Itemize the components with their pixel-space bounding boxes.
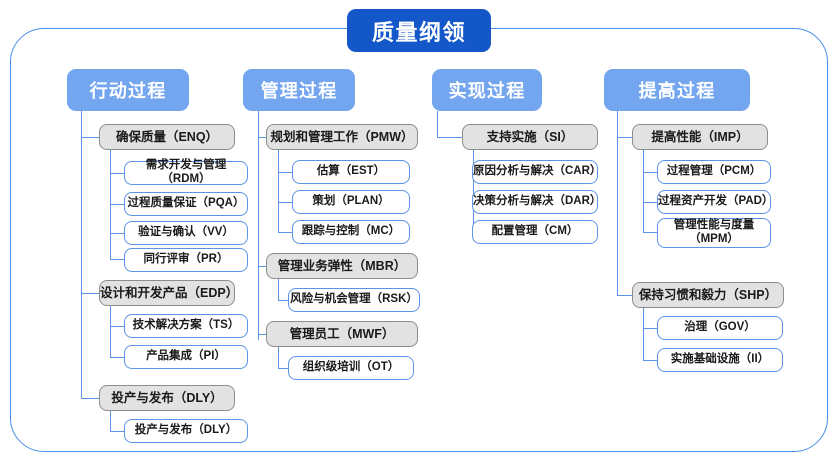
leaf-box-cm[interactable]: 配置管理（CM） [472,220,598,244]
connector-stub-edp-2 [110,357,124,359]
connector-stub-mwf-1 [278,368,288,370]
leaf-box-ts[interactable]: 技术解决方案（TS） [124,314,248,338]
leaf-box-pcm[interactable]: 过程管理（PCM） [657,160,771,184]
group-box-mwf[interactable]: 管理员工（MWF） [266,321,418,347]
leaf-box-rsk[interactable]: 风险与机会管理（RSK） [288,288,420,312]
group-box-pmw[interactable]: 规划和管理工作（PMW） [266,124,418,150]
diagram-title: 质量纲领 [347,9,491,52]
group-box-imp[interactable]: 提高性能（IMP） [632,124,768,150]
leaf-box-pad[interactable]: 过程资产开发（PAD） [657,190,773,214]
leaf-box-dar[interactable]: 决策分析与解决（DAR） [472,190,601,214]
connector-branch-dly [110,411,112,432]
leaf-box-rdm[interactable]: 需求开发与管理（RDM） [124,159,248,185]
connector-stub-col4-grp1 [617,137,632,139]
group-box-enq[interactable]: 确保质量（ENQ） [99,124,235,150]
connector-branch-edp [110,306,112,358]
group-box-dly[interactable]: 投产与发布（DLY） [99,385,235,411]
connector-stub-edp-1 [110,326,124,328]
group-box-shp[interactable]: 保持习惯和毅力（SHP） [632,282,784,308]
leaf-box-plan[interactable]: 策划（PLAN） [292,190,410,214]
leaf-box-mpm[interactable]: 管理性能与度量 （MPM） [657,218,771,248]
leaf-box-mc[interactable]: 跟踪与控制（MC） [292,220,410,244]
connector-branch-mbr [278,279,280,301]
connector-stub-col1-grp2 [81,293,99,295]
column-header-1[interactable]: 行动过程 [67,69,189,111]
leaf-box-pqa[interactable]: 过程质量保证（PQA） [124,192,248,216]
column-header-2[interactable]: 管理过程 [243,69,355,111]
connector-stub-shp-2 [643,360,657,362]
connector-trunk-col4 [617,111,619,296]
connector-stub-pmw-1 [278,172,292,174]
connector-stub-imp-3 [643,232,657,234]
leaf-box-pi[interactable]: 产品集成（PI） [124,345,248,369]
leaf-box-dly-child[interactable]: 投产与发布（DLY） [124,419,248,443]
connector-stub-enq-2 [110,204,124,206]
connector-stub-enq-3 [110,233,124,235]
connector-stub-col4-grp2 [617,295,632,297]
group-box-edp[interactable]: 设计和开发产品（EDP） [99,280,238,306]
column-header-3[interactable]: 实现过程 [432,69,542,111]
connector-stub-col3-grp1 [437,137,462,139]
connector-stub-enq-1 [110,173,124,175]
connector-stub-col2-grp3 [258,334,266,336]
leaf-box-pr[interactable]: 同行评审（PR） [124,248,248,272]
group-box-si[interactable]: 支持实施（SI） [462,124,598,150]
connector-stub-enq-4 [110,259,124,261]
connector-stub-dly-1 [110,431,124,433]
connector-branch-pmw [278,150,280,233]
leaf-box-ii[interactable]: 实施基础设施（II） [657,348,783,372]
connector-branch-imp [643,150,645,233]
connector-stub-imp-1 [643,172,657,174]
leaf-box-car[interactable]: 原因分析与解决（CAR） [472,160,601,184]
column-header-4[interactable]: 提高过程 [604,69,750,111]
connector-trunk-col2 [258,111,260,340]
group-box-mbr[interactable]: 管理业务弹性（MBR） [266,253,418,279]
connector-stub-col1-grp1 [81,137,99,139]
connector-stub-imp-2 [643,202,657,204]
connector-stub-pmw-3 [278,232,292,234]
connector-stub-shp-1 [643,328,657,330]
leaf-box-gov[interactable]: 治理（GOV） [657,316,783,340]
connector-stub-col2-grp2 [258,266,266,268]
connector-stub-col2-grp1 [258,137,266,139]
leaf-box-ot[interactable]: 组织级培训（OT） [288,356,414,380]
connector-branch-mwf [278,347,280,369]
connector-branch-shp [643,308,645,361]
connector-stub-mbr-1 [278,300,288,302]
connector-stub-col1-grp3 [81,398,99,400]
leaf-box-est[interactable]: 估算（EST） [292,160,410,184]
connector-trunk-col1 [81,111,83,399]
connector-stub-pmw-2 [278,202,292,204]
leaf-box-vv[interactable]: 验证与确认（VV） [124,221,248,245]
connector-trunk-col3 [437,111,439,138]
